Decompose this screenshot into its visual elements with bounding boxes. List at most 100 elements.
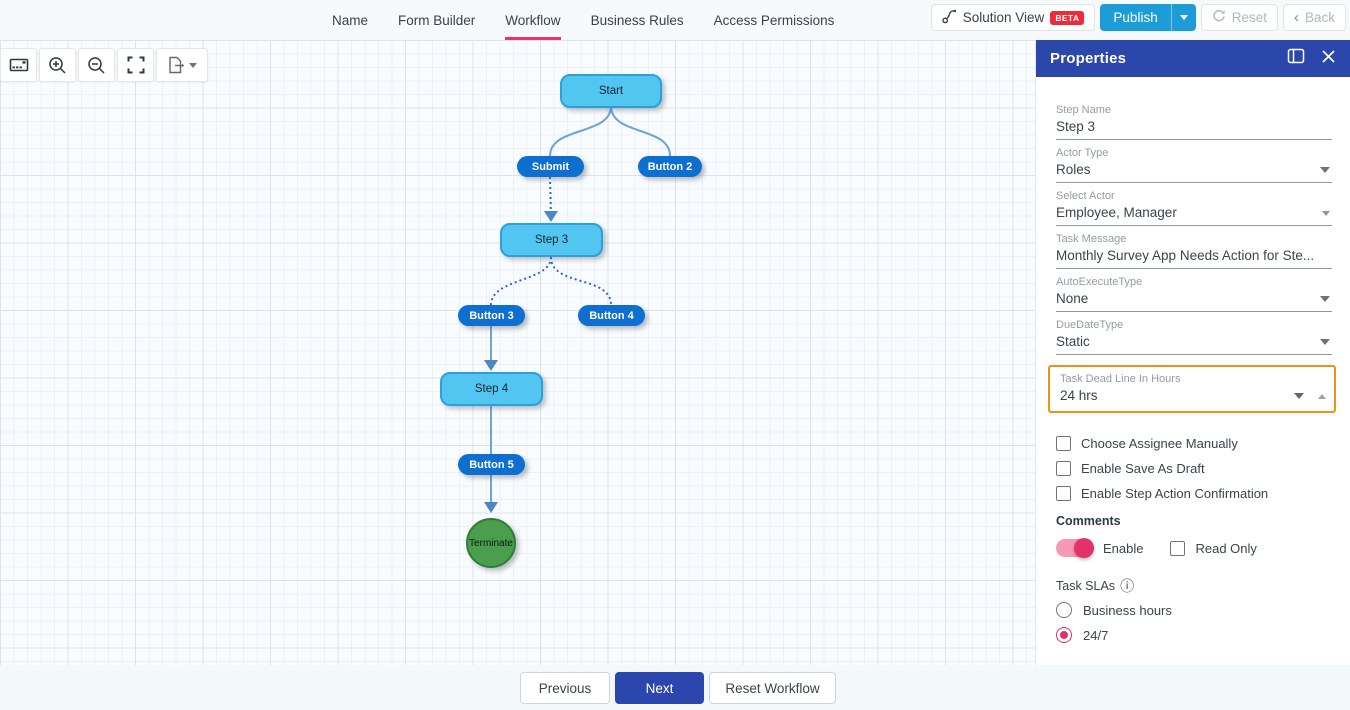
field-label: Select Actor: [1056, 190, 1115, 202]
radio-business-hours[interactable]: Business hours: [1056, 602, 1332, 618]
workflow-node-button4[interactable]: Button 4: [578, 305, 645, 326]
solution-view-button[interactable]: Solution View BETA: [930, 4, 1096, 31]
workflow-canvas[interactable]: Start Submit Button 2 Step 3 Button 3 Bu…: [0, 40, 1035, 665]
export-icon[interactable]: [156, 48, 208, 82]
workflow-node-step3[interactable]: Step 3: [500, 223, 603, 257]
field-value: Employee, Manager: [1056, 205, 1177, 220]
workflow-connectors: [484, 105, 671, 513]
properties-panel: Properties Step Name Step 3 Actor Type R…: [1035, 40, 1350, 668]
field-label: Task Dead Line In Hours: [1060, 373, 1181, 385]
publish-button[interactable]: Publish: [1100, 4, 1196, 31]
field-label: Actor Type: [1056, 147, 1109, 159]
field-select-actor[interactable]: Select Actor Employee, Manager: [1056, 183, 1332, 226]
refresh-icon: [1212, 9, 1226, 26]
field-actor-type[interactable]: Actor Type Roles: [1056, 140, 1332, 183]
reset-workflow-button[interactable]: Reset Workflow: [709, 672, 836, 704]
workflow-node-button2[interactable]: Button 2: [638, 156, 702, 177]
field-due-date-type[interactable]: DueDateType Static: [1056, 312, 1332, 355]
checkbox-icon[interactable]: [1056, 436, 1071, 451]
node-label: Button 3: [469, 309, 514, 322]
node-label: Submit: [531, 160, 570, 173]
reset-button[interactable]: Reset: [1200, 4, 1278, 31]
tab-access-permissions[interactable]: Access Permissions: [713, 12, 835, 28]
field-step-name[interactable]: Step Name Step 3: [1056, 97, 1332, 140]
publish-dropdown[interactable]: [1170, 4, 1196, 31]
checkbox-label: Enable Save As Draft: [1081, 461, 1205, 476]
previous-button[interactable]: Previous: [520, 672, 610, 704]
field-task-deadline[interactable]: Task Dead Line In Hours 24 hrs: [1048, 365, 1336, 413]
field-value: Monthly Survey App Needs Action for Ste.…: [1056, 248, 1315, 263]
node-label: Terminate: [469, 537, 513, 549]
field-label: AutoExecuteType: [1056, 276, 1143, 288]
info-icon[interactable]: ⓘ: [1120, 578, 1135, 594]
field-value: Roles: [1056, 162, 1091, 177]
checkbox-icon[interactable]: [1170, 540, 1186, 556]
checkbox-icon[interactable]: [1056, 461, 1071, 476]
node-label: Step 4: [474, 383, 509, 395]
tab-name[interactable]: Name: [332, 12, 369, 28]
field-task-message[interactable]: Task Message Monthly Survey App Needs Ac…: [1056, 226, 1332, 269]
field-label: Step Name: [1056, 104, 1112, 116]
tab-form-builder[interactable]: Form Builder: [398, 12, 476, 28]
checkbox-step-action-confirmation[interactable]: Enable Step Action Confirmation: [1056, 481, 1332, 506]
close-icon[interactable]: [1321, 49, 1336, 69]
workflow-node-start[interactable]: Start: [560, 74, 662, 108]
top-action-bar: Solution View BETA Publish Reset ‹ Back: [930, 4, 1346, 31]
workflow-node-terminate[interactable]: Terminate: [466, 518, 516, 568]
node-label: Button 2: [647, 160, 693, 173]
reset-label: Reset: [1231, 10, 1267, 25]
chevron-down-icon: [1179, 15, 1188, 20]
checkbox-label: Enable Step Action Confirmation: [1081, 486, 1269, 501]
checkbox-icon[interactable]: [1056, 486, 1071, 501]
tab-workflow[interactable]: Workflow: [505, 0, 561, 40]
field-value: None: [1056, 291, 1089, 306]
solution-view-label: Solution View: [962, 10, 1045, 25]
checkbox-choose-assignee[interactable]: Choose Assignee Manually: [1056, 431, 1332, 456]
radio-selected-icon[interactable]: [1056, 627, 1072, 643]
chevron-down-icon: [1320, 296, 1330, 302]
back-button[interactable]: ‹ Back: [1282, 4, 1346, 31]
node-label: Start: [598, 85, 624, 97]
fit-screen-icon[interactable]: [117, 48, 154, 82]
enable-comments-toggle[interactable]: [1056, 538, 1094, 558]
radio-label: Business hours: [1083, 602, 1172, 618]
task-slas-row: Task SLAs ⓘ: [1056, 579, 1332, 593]
node-label: Button 5: [469, 458, 514, 471]
workflow-node-submit[interactable]: Submit: [517, 156, 584, 177]
chevron-down-icon: [189, 62, 197, 68]
toggle-knob: [1074, 538, 1094, 558]
radio-icon[interactable]: [1056, 602, 1072, 618]
workflow-node-button3[interactable]: Button 3: [458, 305, 525, 326]
toggle-label: Enable: [1103, 540, 1144, 556]
workflow-node-step4[interactable]: Step 4: [440, 372, 543, 406]
checkbox-label: Choose Assignee Manually: [1081, 436, 1238, 451]
field-value: 24 hrs: [1060, 388, 1098, 403]
options-check-list: Choose Assignee Manually Enable Save As …: [1056, 431, 1332, 506]
radio-label: 24/7: [1083, 627, 1109, 643]
checkbox-label: Read Only: [1195, 540, 1257, 556]
field-auto-execute-type[interactable]: AutoExecuteType None: [1056, 269, 1332, 312]
checkbox-save-as-draft[interactable]: Enable Save As Draft: [1056, 456, 1332, 481]
overview-icon[interactable]: [0, 48, 37, 82]
chevron-up-icon: [1318, 394, 1326, 399]
workflow-node-button5[interactable]: Button 5: [458, 454, 525, 475]
task-slas-label: Task SLAs: [1056, 579, 1116, 593]
zoom-out-icon[interactable]: [78, 48, 115, 82]
field-value: Step 3: [1056, 119, 1096, 134]
field-label: DueDateType: [1056, 319, 1124, 331]
top-tab-bar: Name Form Builder Workflow Business Rule…: [332, 0, 834, 40]
zoom-in-icon[interactable]: [39, 48, 76, 82]
chevron-down-icon: [1320, 339, 1330, 345]
dock-panel-icon[interactable]: [1287, 48, 1305, 69]
footer-bar: Previous Next Reset Workflow: [0, 665, 1350, 710]
publish-label[interactable]: Publish: [1113, 10, 1158, 25]
radio-24-7[interactable]: 24/7: [1056, 627, 1332, 643]
comments-heading: Comments: [1056, 514, 1121, 528]
route-icon: [942, 8, 957, 27]
node-label: Button 4: [589, 309, 634, 322]
chevron-down-icon: [1294, 393, 1304, 399]
next-button[interactable]: Next: [615, 672, 704, 704]
checkbox-read-only[interactable]: Read Only: [1170, 540, 1257, 556]
properties-panel-body: Step Name Step 3 Actor Type Roles Select…: [1036, 77, 1350, 643]
tab-business-rules[interactable]: Business Rules: [590, 12, 684, 28]
